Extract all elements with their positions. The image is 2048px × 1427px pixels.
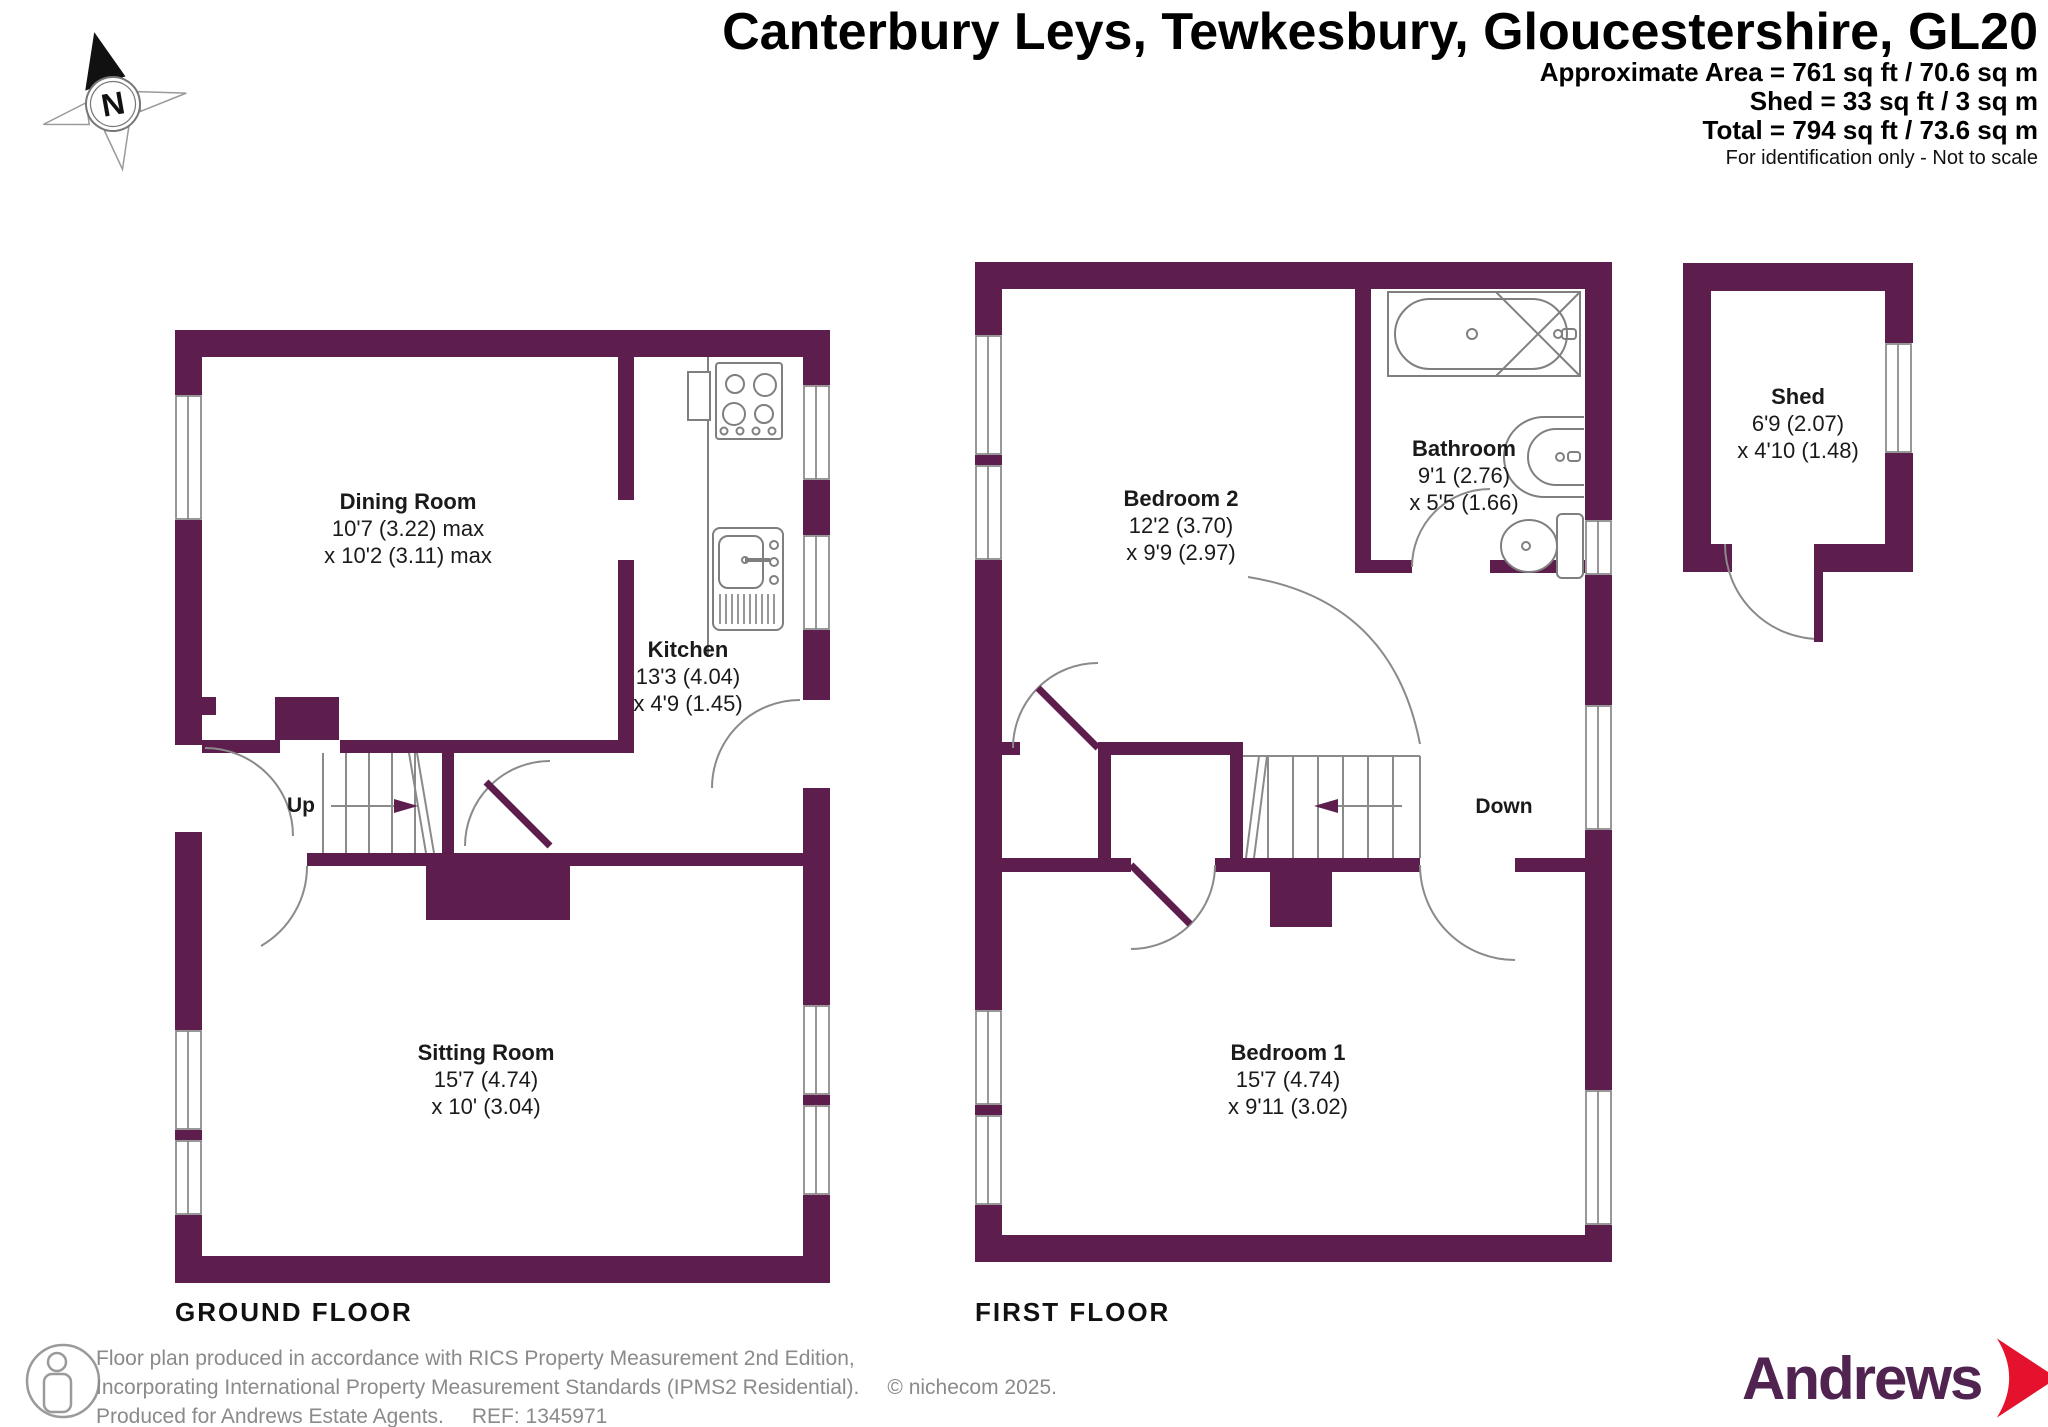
shed-walls bbox=[1683, 263, 1913, 572]
area-summary: Approximate Area = 761 sq ft / 70.6 sq m… bbox=[1540, 58, 2038, 145]
room-name: Bedroom 2 bbox=[1123, 486, 1239, 511]
room-dim: 9'1 (2.76) bbox=[1417, 463, 1511, 488]
bath-icon bbox=[1387, 291, 1581, 377]
up-arrow-head bbox=[394, 799, 418, 813]
kitchen-door-leaf bbox=[483, 779, 553, 849]
scale-note: For identification only - Not to scale bbox=[1725, 147, 2038, 169]
room-dim: 6'9 (2.07) bbox=[1751, 411, 1845, 436]
total-area: Total = 794 sq ft / 73.6 sq m bbox=[1702, 115, 2038, 145]
room-dim: 13'3 (4.04) bbox=[635, 664, 741, 689]
andrews-logo-text: Andrews bbox=[1742, 1344, 1983, 1412]
shed-window bbox=[1885, 343, 1912, 453]
room-name: Sitting Room bbox=[417, 1040, 555, 1065]
page-title: Canterbury Leys, Tewkesbury, Gloucesters… bbox=[722, 3, 2038, 61]
first-floor-caption: FIRST FLOOR bbox=[975, 1297, 1171, 1327]
room-dim: x 9'11 (3.02) bbox=[1228, 1094, 1348, 1119]
stairs-up-label: Up bbox=[287, 794, 315, 817]
bathroom-fixtures bbox=[1387, 291, 1584, 579]
room-dim: x 10'2 (3.11) max bbox=[324, 543, 492, 568]
disclaimer-line-3a: Produced for Andrews Estate Agents. bbox=[96, 1405, 444, 1427]
first-door-arcs bbox=[1012, 488, 1516, 961]
room-dim: x 5'5 (1.66) bbox=[1409, 490, 1519, 515]
ground-walls bbox=[175, 330, 830, 1283]
room-dim: x 9'9 (2.97) bbox=[1126, 540, 1236, 565]
stairs-down-label: Down bbox=[1475, 795, 1533, 818]
ground-floor-caption: GROUND FLOOR bbox=[175, 1297, 413, 1327]
first-walls bbox=[975, 262, 1612, 1262]
compass-icon: N bbox=[43, 32, 187, 172]
room-label-bedroom-2: Bedroom 2 12'2 (3.70) x 9'9 (2.97) bbox=[1124, 485, 1239, 566]
room-label-shed: Shed 6'9 (2.07) x 4'10 (1.48) bbox=[1737, 383, 1859, 464]
room-dim: x 10' (3.04) bbox=[431, 1094, 541, 1119]
room-label-sitting-room: Sitting Room 15'7 (4.74) x 10' (3.04) bbox=[418, 1039, 555, 1120]
compass-north-pointer bbox=[85, 32, 126, 91]
shed-area: Shed = 33 sq ft / 3 sq m bbox=[1749, 86, 2038, 116]
room-dim: 15'7 (4.74) bbox=[433, 1067, 539, 1092]
kitchen-fixtures bbox=[687, 357, 784, 655]
room-label-kitchen: Kitchen 13'3 (4.04) x 4'9 (1.45) bbox=[633, 636, 742, 717]
room-dim: x 4'10 (1.48) bbox=[1737, 438, 1859, 463]
disclaimer-line-1: Floor plan produced in accordance with R… bbox=[96, 1347, 855, 1370]
reference-number: REF: 1345971 bbox=[471, 1405, 608, 1427]
andrews-arrow-icon bbox=[1997, 1338, 2048, 1418]
disclaimer-line-2: Incorporating International Property Mea… bbox=[96, 1373, 1057, 1402]
disclaimer-line-2a: Incorporating International Property Mea… bbox=[96, 1376, 860, 1399]
room-name: Bathroom bbox=[1412, 436, 1516, 461]
person-icon bbox=[25, 1343, 101, 1419]
sink-icon bbox=[712, 527, 784, 631]
basin-icon bbox=[1503, 416, 1584, 498]
first-floor-plan bbox=[975, 262, 1612, 1262]
room-name: Kitchen bbox=[647, 637, 729, 662]
down-arrow-head bbox=[1314, 799, 1338, 813]
first-door-leaves bbox=[1035, 685, 1193, 927]
ground-windows bbox=[175, 385, 830, 1215]
shed-door-arc bbox=[1724, 543, 1821, 640]
hob-icon bbox=[715, 362, 783, 440]
shed-door-leaf bbox=[1814, 544, 1823, 642]
room-label-bathroom: Bathroom 9'1 (2.76) x 5'5 (1.66) bbox=[1409, 435, 1518, 516]
room-dim: x 4'9 (1.45) bbox=[633, 691, 743, 716]
room-name: Dining Room bbox=[339, 489, 477, 514]
copyright-text: © nichecom 2025. bbox=[887, 1376, 1057, 1399]
room-label-bedroom-1: Bedroom 1 15'7 (4.74) x 9'11 (3.02) bbox=[1228, 1039, 1348, 1120]
disclaimer-line-3: Produced for Andrews Estate Agents. REF: … bbox=[96, 1402, 1057, 1427]
room-dim: 12'2 (3.70) bbox=[1128, 513, 1234, 538]
ground-stairs bbox=[322, 752, 435, 854]
room-name: Shed bbox=[1771, 384, 1825, 409]
andrews-logo: Andrews bbox=[1742, 1332, 2048, 1424]
room-name: Bedroom 1 bbox=[1230, 1040, 1346, 1065]
approximate-area: Approximate Area = 761 sq ft / 70.6 sq m bbox=[1539, 57, 2038, 87]
ground-floor-plan bbox=[175, 330, 830, 1283]
disclaimer-text: Floor plan produced in accordance with R… bbox=[96, 1344, 1057, 1427]
room-dim: 15'7 (4.74) bbox=[1235, 1067, 1341, 1092]
room-label-dining-room: Dining Room 10'7 (3.22) max x 10'2 (3.11… bbox=[324, 488, 492, 569]
room-dim: 10'7 (3.22) max bbox=[331, 516, 485, 541]
first-windows bbox=[975, 335, 1612, 1225]
shed-plan bbox=[1683, 263, 1913, 642]
